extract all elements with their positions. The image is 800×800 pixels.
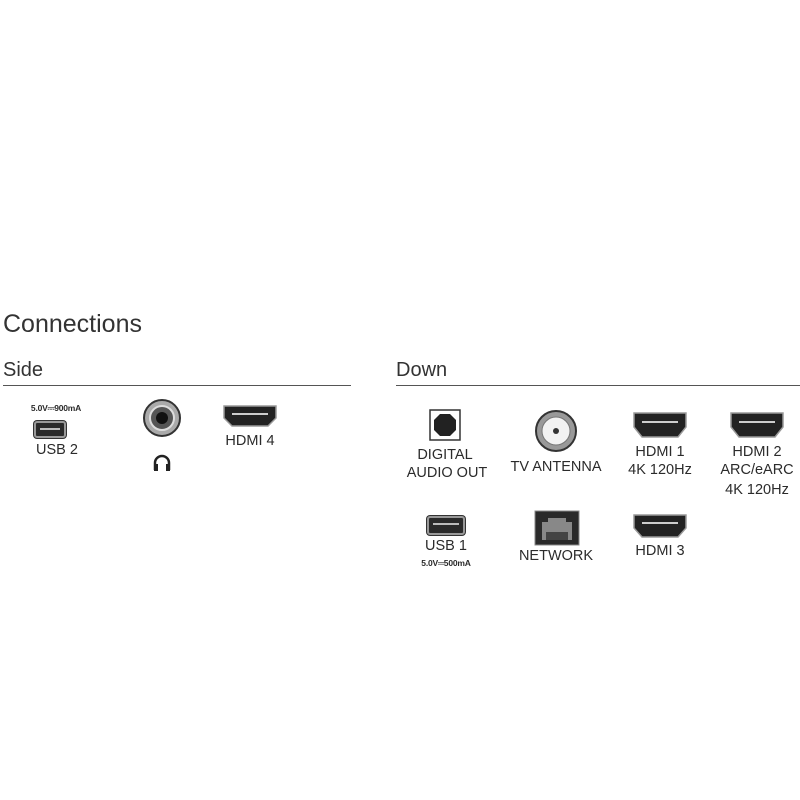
optical-port-icon	[429, 409, 461, 441]
usb1-spec: 5.0V═500mA	[421, 558, 471, 568]
down-heading: Down	[396, 359, 448, 381]
usb2-label: USB 2	[36, 442, 78, 458]
digital-audio-line2: AUDIO OUT	[406, 465, 488, 481]
hdmi-port-icon	[633, 412, 687, 438]
hdmi2-line2: ARC/eARC	[720, 462, 794, 478]
audio-jack-icon	[143, 399, 181, 471]
digital-audio-line1: DIGITAL	[417, 447, 473, 463]
headphone-icon	[153, 454, 171, 471]
down-divider	[396, 385, 800, 386]
hdmi1-line1: HDMI 1	[635, 444, 685, 460]
hdmi-port-icon	[730, 412, 784, 438]
hdmi1-line2: 4K 120Hz	[628, 462, 692, 478]
hdmi2-line3: 4K 120Hz	[725, 482, 789, 498]
ethernet-port-icon	[534, 510, 580, 546]
usb1-label: USB 1	[425, 538, 467, 554]
hdmi2-line1: HDMI 2	[732, 444, 782, 460]
side-divider	[3, 385, 351, 386]
page-title: Connections	[3, 310, 142, 338]
side-heading: Side	[3, 359, 44, 381]
network-label: NETWORK	[518, 548, 594, 564]
hdmi4-label: HDMI 4	[225, 433, 275, 449]
usb-port-icon	[34, 421, 66, 438]
hdmi3-label: HDMI 3	[635, 543, 685, 559]
hdmi-port-icon	[633, 514, 687, 538]
antenna-port-icon	[535, 410, 577, 452]
usb-port-icon	[427, 516, 465, 535]
hdmi-port-icon	[223, 405, 277, 427]
usb2-spec: 5.0V⎓900mA	[30, 403, 82, 413]
antenna-label: TV ANTENNA	[510, 459, 602, 475]
